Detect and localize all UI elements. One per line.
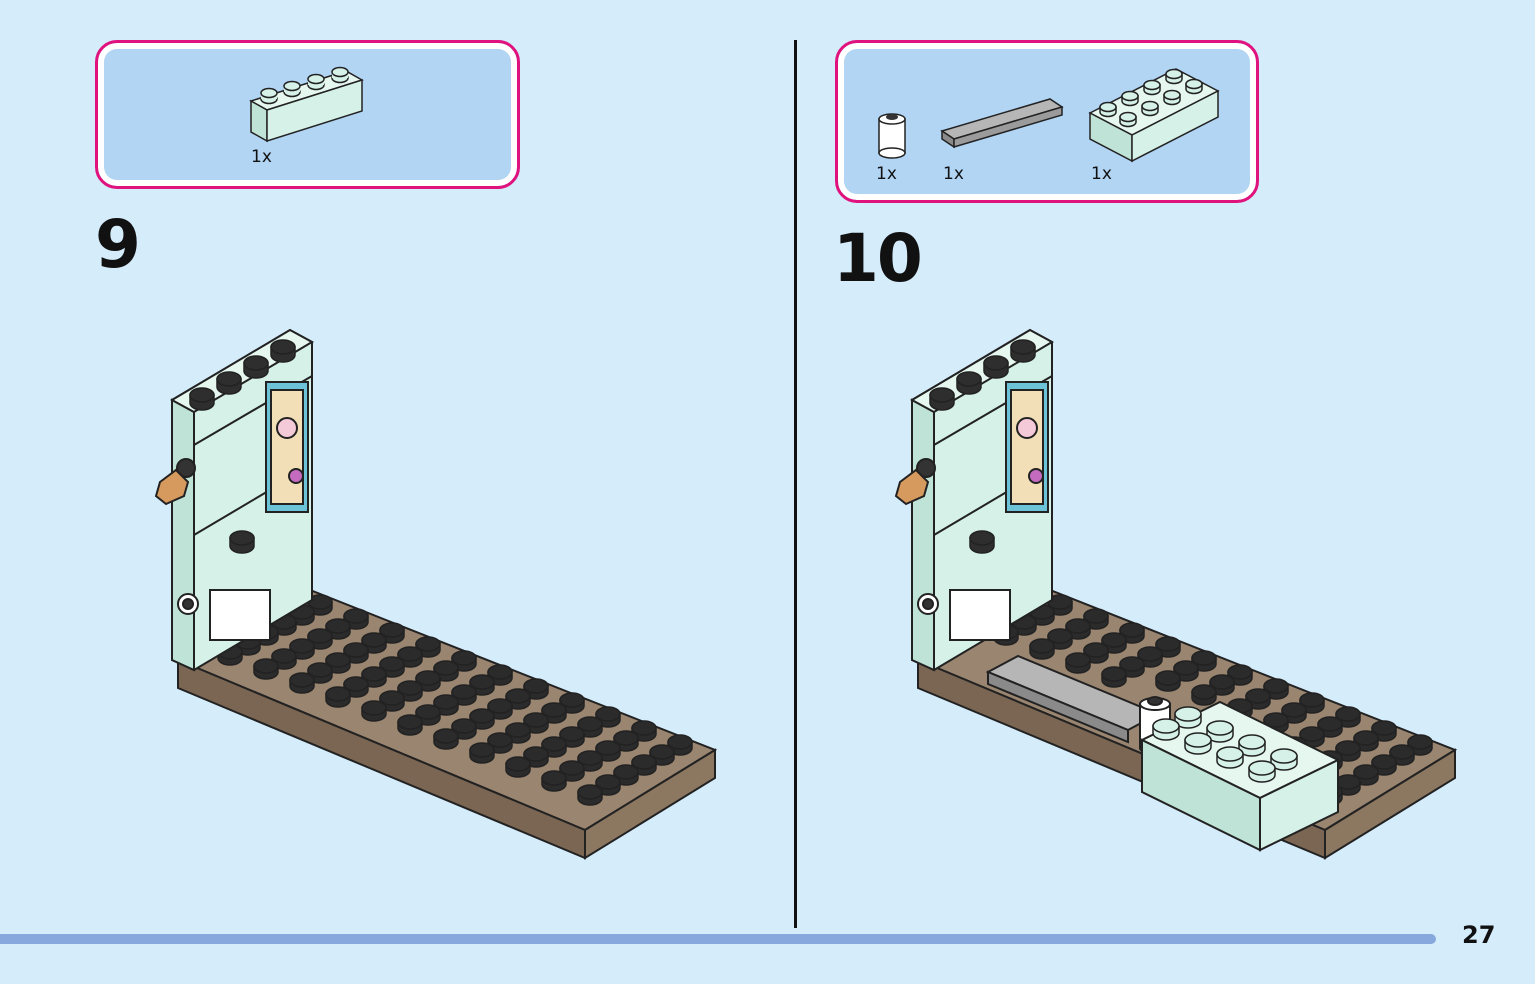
footer-bar (0, 934, 1436, 944)
gray-tile-1x6-icon (940, 98, 1064, 149)
page-divider (794, 40, 797, 928)
parts-callout-step-9: 1x (95, 40, 520, 189)
step-number-9: 9 (95, 206, 141, 283)
mint-brick-1x4-icon (249, 66, 364, 143)
part-quantity: 1x (1091, 164, 1112, 184)
mint-wall-illustration (894, 328, 1055, 672)
wall-studs (189, 339, 296, 554)
part-quantity: 1x (876, 164, 897, 184)
step-number-10: 10 (833, 220, 923, 297)
gray-tile-illustration (985, 654, 1161, 744)
build-model-step-10 (894, 328, 1458, 860)
build-model-step-9 (154, 328, 718, 860)
part-quantity: 1x (943, 164, 964, 184)
plate-studs (217, 594, 693, 806)
wall-studs (929, 339, 1036, 554)
parts-callout-step-10: 1x 1x 1x (835, 40, 1259, 203)
part-quantity: 1x (251, 147, 272, 167)
mint-wall-illustration (154, 328, 315, 672)
mint-brick-2x4-icon (1088, 68, 1220, 163)
brick-studs (1152, 706, 1298, 783)
white-round-brick-icon (878, 113, 906, 159)
page-number: 27 (1462, 921, 1496, 949)
